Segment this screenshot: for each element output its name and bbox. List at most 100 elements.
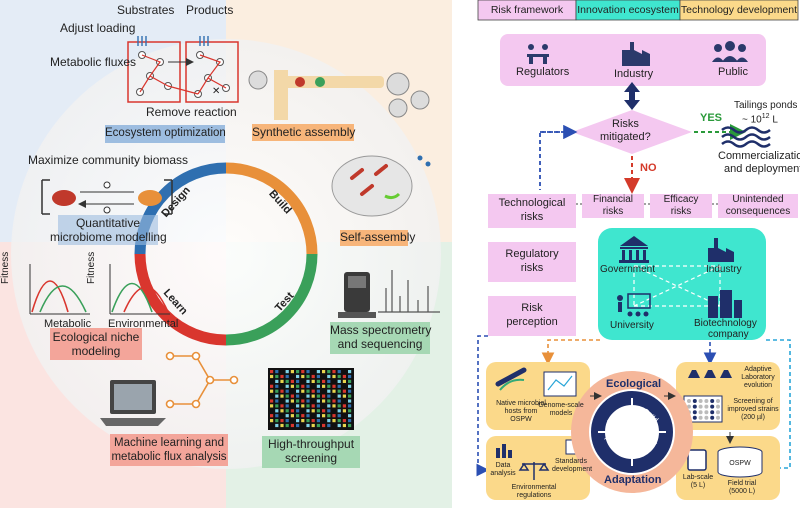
data-analysis-line2: analysis bbox=[490, 470, 516, 477]
tailings-ponds-label: Tailings ponds bbox=[734, 100, 798, 111]
niche-fitness-plots bbox=[29, 264, 170, 315]
screening-line1: Screening of bbox=[733, 398, 773, 405]
self-assembly-label: Self-assembly bbox=[340, 230, 416, 244]
ring-build-arc bbox=[225, 162, 318, 255]
microbe-orange-icon bbox=[138, 190, 162, 206]
env-regulations-line2: regulations bbox=[516, 492, 552, 499]
yes-label: YES bbox=[700, 112, 723, 124]
right-panel bbox=[476, 0, 799, 500]
hts-line1: High-throughput bbox=[267, 437, 355, 451]
niche-modeling-line2: modeling bbox=[71, 344, 121, 358]
regulators-label: Regulators bbox=[516, 66, 570, 78]
financial-risks-line2: risks bbox=[602, 206, 624, 217]
commercialization-line2: and deployment bbox=[724, 163, 800, 175]
public-label: Public bbox=[718, 66, 748, 78]
ecosystem-industry-label: Industry bbox=[706, 264, 742, 275]
regulators-icon bbox=[527, 44, 549, 64]
industry-label: Industry bbox=[614, 68, 654, 80]
spectrum-plot bbox=[378, 270, 440, 313]
legend-innovation-ecosystem-label: Innovation ecosystem bbox=[577, 3, 679, 16]
field-trial-line1: Field trial bbox=[727, 480, 757, 487]
quant-modelling-line1: Quantitative bbox=[75, 216, 141, 230]
legend-technology-development bbox=[679, 0, 799, 21]
biotech-line2: company bbox=[708, 329, 749, 340]
mitigated-label: mitigated? bbox=[600, 131, 651, 143]
risk-perception-box bbox=[488, 296, 576, 336]
government-building-icon bbox=[619, 236, 649, 263]
ale-flasks-icon bbox=[688, 370, 732, 378]
quant-modelling-banner bbox=[58, 215, 158, 245]
niche-modeling-line1: Ecological niche bbox=[52, 330, 140, 344]
lab-reactor-icon bbox=[687, 449, 707, 471]
ospw-tank-label: OSPW bbox=[729, 460, 751, 467]
synthetic-assembly-banner bbox=[252, 124, 354, 141]
data-analysis-icon bbox=[496, 444, 512, 458]
people-icon bbox=[712, 41, 748, 62]
substrates-label: Substrates bbox=[117, 3, 175, 17]
genome-model-icon bbox=[543, 371, 577, 397]
regulatory-risks-line2: risks bbox=[520, 262, 544, 274]
quant-modelling-line2: microbiome modelling bbox=[50, 230, 167, 244]
lab-scale-line1: Lab-scale bbox=[682, 474, 714, 481]
legend-technology-development-label: Technology development bbox=[680, 3, 798, 16]
standards-line1: Standards bbox=[555, 458, 587, 465]
self-assembly-banner bbox=[340, 230, 408, 246]
ecological-adaptation-cycle bbox=[571, 371, 693, 493]
risks-label: Risks bbox=[612, 118, 639, 130]
biotech-buildings-icon bbox=[708, 290, 742, 318]
ale-line2: Laboratory bbox=[741, 374, 775, 381]
genome-line2: models bbox=[549, 410, 573, 417]
efficacy-risks-box bbox=[650, 194, 712, 218]
tailings-volume-label: ~ 1012 L bbox=[742, 113, 778, 126]
mass-spec-banner bbox=[330, 322, 430, 354]
ecosystem-optimization-banner bbox=[105, 125, 225, 143]
financial-risks-box bbox=[582, 194, 644, 218]
native-hosts-line2: hosts from bbox=[504, 408, 538, 415]
native-hosts-line3: OSPW bbox=[510, 416, 532, 423]
university-label: University bbox=[610, 320, 654, 331]
no-label: NO bbox=[640, 162, 657, 174]
government-label: Government bbox=[600, 264, 656, 275]
field-trial-line2: (5000 L) bbox=[728, 488, 756, 495]
lab-scale-line2: (5 L) bbox=[690, 482, 706, 489]
university-teacher-icon bbox=[617, 293, 651, 317]
regulatory-risks-line1: Regulatory bbox=[505, 248, 559, 260]
mass-spec-line2: and sequencing bbox=[337, 337, 423, 351]
microbial-host-icon bbox=[495, 367, 527, 391]
env-regulations-line1: Environmental bbox=[511, 484, 557, 491]
risks-mitigated-diamond bbox=[572, 110, 692, 154]
ecosystem-optimization-label: Ecosystem optimization bbox=[105, 127, 226, 139]
products-label: Products bbox=[186, 3, 234, 17]
left-panel: ✕ bbox=[0, 0, 452, 508]
risk-perception-line1: Risk bbox=[521, 302, 543, 314]
technological-risks-box bbox=[488, 194, 576, 228]
self-assembly-illustration bbox=[331, 155, 431, 217]
fitness-axis-label-b: Fitness bbox=[86, 251, 97, 284]
technological-risks-line1: Technological bbox=[498, 197, 566, 209]
product-arrows-icon bbox=[199, 36, 209, 46]
legend-risk-framework-label: Risk framework bbox=[490, 3, 564, 16]
niche-modeling-banner bbox=[50, 328, 142, 360]
ospw-tank-icon bbox=[717, 446, 763, 478]
ale-line1: Adaptive bbox=[744, 366, 772, 373]
adaptation-label: Adaptation bbox=[604, 474, 662, 486]
ring-test-arc bbox=[225, 253, 318, 346]
factory-icon bbox=[622, 42, 650, 66]
laptop-icon bbox=[100, 380, 166, 426]
technological-risks-line2: risks bbox=[520, 211, 544, 223]
biotech-line1: Biotechnology bbox=[694, 318, 757, 329]
ml-network-illustration bbox=[165, 351, 239, 409]
regulatory-risks-box bbox=[488, 242, 576, 282]
standards-line2: development bbox=[552, 466, 593, 473]
adjust-loading-label: Adjust loading bbox=[60, 21, 136, 35]
ring-learn-arc bbox=[134, 253, 227, 346]
ml-line2: metabolic flux analysis bbox=[111, 451, 227, 463]
remove-reaction-x-icon: ✕ bbox=[212, 86, 220, 97]
industry-factory-icon bbox=[708, 238, 734, 262]
fitness-axis-label-a: Fitness bbox=[0, 251, 11, 284]
metabolic-fluxes-label: Metabolic fluxes bbox=[50, 55, 137, 69]
commercialization-line1: Commercialization bbox=[718, 150, 800, 162]
metabolic-network-illustration: ✕ bbox=[127, 36, 239, 103]
mass-spectrometer-icon bbox=[338, 272, 376, 318]
